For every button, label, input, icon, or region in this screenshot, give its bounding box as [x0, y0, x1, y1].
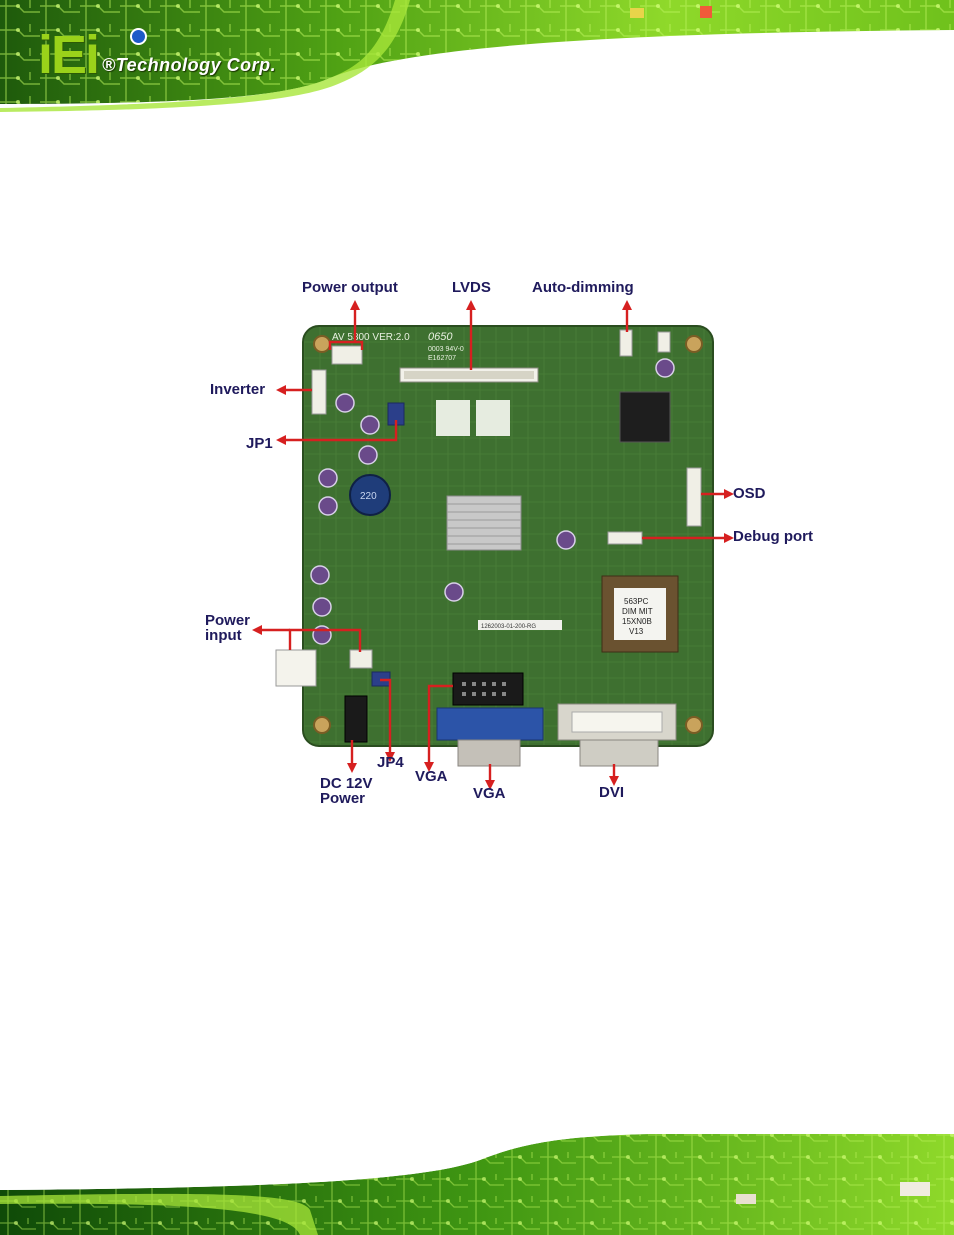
chip-line4: V13 — [629, 627, 644, 636]
label-dc12v-line2: Power — [320, 791, 365, 806]
label-dvi: DVI — [599, 785, 624, 800]
chip-line3: 15XN0B — [622, 617, 652, 626]
label-power-input-line2: input — [205, 628, 242, 643]
label-vga-header: VGA — [415, 769, 448, 784]
label-power-input-line1: Power — [205, 613, 250, 628]
silk-code1: 0003 94V-0 — [428, 346, 464, 353]
chip-line2: DIM MIT — [622, 607, 653, 616]
label-jp4: JP4 — [377, 755, 404, 770]
silk-date: 0650 — [428, 331, 453, 343]
label-vga: VGA — [473, 786, 506, 801]
header-banner: iEi ®Technology Corp. — [0, 0, 954, 112]
label-osd: OSD — [733, 486, 766, 501]
logo-dot-icon — [130, 28, 147, 45]
logo-mark: iEi — [38, 30, 98, 80]
label-lvds: LVDS — [452, 280, 491, 295]
board-layout-figure: AV 5300 VER:2.0 0650 0003 94V-0 E162707 — [200, 270, 840, 815]
brand-logo: iEi ®Technology Corp. — [38, 30, 276, 80]
label-power-output: Power output — [302, 280, 398, 295]
label-dc12v-line1: DC 12V — [320, 776, 373, 791]
silk-inductor: 220 — [360, 491, 377, 502]
label-auto-dimming: Auto-dimming — [532, 280, 634, 295]
chip-line1: 563PC — [624, 597, 649, 606]
logo-tagline: ®Technology Corp. — [102, 55, 276, 76]
label-inverter: Inverter — [210, 382, 265, 397]
silk-sticker: 1262003-01-200-RG — [481, 624, 536, 630]
footer-banner — [0, 1130, 954, 1235]
silk-code2: E162707 — [428, 355, 456, 362]
label-jp1: JP1 — [246, 436, 273, 451]
label-debug-port: Debug port — [733, 529, 813, 544]
footer-circuit-graphic — [0, 1130, 954, 1235]
